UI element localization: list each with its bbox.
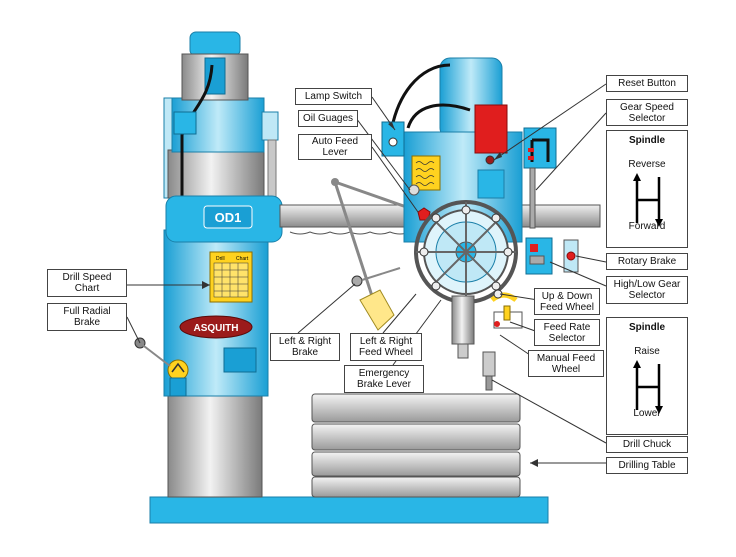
model-badge: OD1 (215, 210, 242, 225)
label-reset-button: Reset Button (606, 75, 688, 92)
spindle-raise-label: Raise (634, 346, 660, 357)
spindle-reverse-label: Reverse (628, 159, 666, 170)
auto-feed-flag (359, 289, 395, 331)
spindle-travel-title: Spindle (628, 322, 666, 333)
left-right-feed-wheel[interactable] (414, 200, 518, 304)
svg-text:Drill: Drill (216, 256, 225, 262)
spindle-rotation-panel: Spindle Reverse Forward (606, 130, 688, 248)
column-lower (167, 394, 263, 498)
base-plate (149, 496, 549, 524)
brand-oval (179, 315, 253, 339)
label-rotary-brake: Rotary Brake (606, 253, 688, 270)
label-drilling-table: Drilling Table (606, 457, 688, 474)
label-oil-gauges: Oil Guages (298, 110, 358, 127)
drill-speed-chart-plate: Drill Chart (209, 251, 253, 303)
reset-button-box (474, 104, 508, 154)
spindle-travel-panel: Spindle Raise Lower (606, 317, 688, 435)
spindle-rotation-title: Spindle (628, 135, 666, 146)
drill-chuck (482, 351, 496, 391)
motor-junction-box (173, 111, 197, 135)
oil-gauge-plate (411, 155, 441, 191)
left-right-brake-knob[interactable] (351, 275, 363, 287)
spindle-lower-label: Lower (633, 408, 661, 419)
lamp-indicator (408, 184, 420, 196)
column-control-box (223, 347, 257, 373)
model-badge-plate (203, 205, 253, 229)
spindle-rotation-diagram (633, 173, 663, 227)
spindle-travel-diagram (633, 360, 663, 414)
drilling-table (311, 393, 521, 498)
label-drill-chuck: Drill Chuck (606, 436, 688, 453)
label-lamp-switch: Lamp Switch (295, 88, 372, 105)
spindle-forward-label: Forward (628, 221, 666, 232)
brand-name: ASQUITH (194, 323, 239, 334)
column-motor (181, 31, 249, 101)
svg-text:Chart: Chart (236, 256, 249, 262)
